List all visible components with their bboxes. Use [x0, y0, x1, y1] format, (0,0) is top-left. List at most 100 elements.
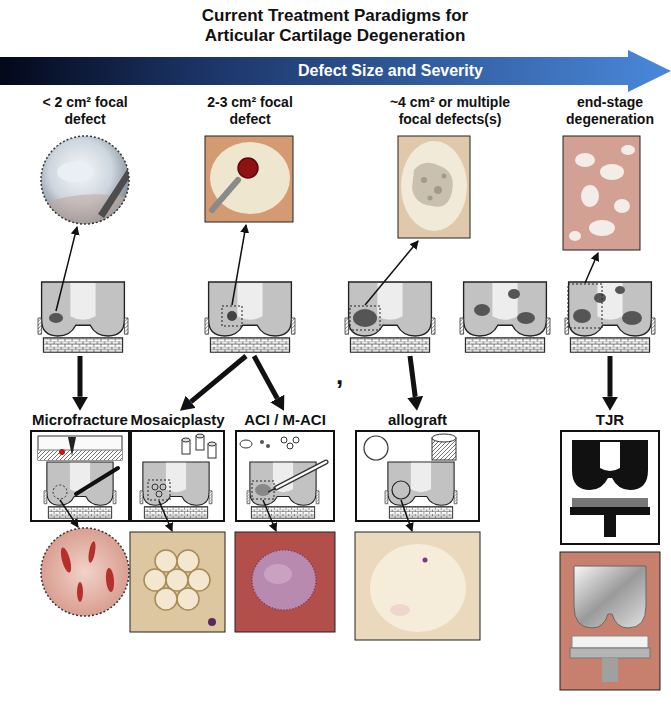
illustration-frame	[560, 430, 660, 545]
aci-schematic	[266, 444, 270, 448]
defect-mark	[49, 284, 642, 330]
treatment-panel: Mosaicplasty	[128, 411, 227, 522]
end-stage-photo	[600, 164, 624, 180]
aci-photo	[235, 532, 335, 632]
aci-schematic	[268, 488, 276, 492]
large-defect-photo	[398, 136, 470, 238]
defect-heading: end-stage degeneration	[555, 94, 665, 128]
tjr-photo	[574, 566, 646, 628]
microfracture-schematic	[38, 450, 122, 451]
connector-arrow	[410, 356, 415, 397]
knee-schematic	[460, 282, 550, 352]
mosaicplasty-photo	[155, 588, 177, 610]
focal-defect-photo	[205, 136, 293, 222]
mosaicplasty-schematic	[152, 484, 158, 490]
end-stage-photo	[563, 136, 640, 250]
focal-defect-photo	[212, 180, 238, 210]
allograft-photo	[390, 604, 410, 616]
tjr-photo	[560, 552, 660, 690]
treatment-name: Microfracture	[32, 411, 128, 428]
leader-line	[365, 241, 418, 305]
treatment-panel: allograft	[355, 411, 480, 522]
defect-mark	[568, 284, 602, 328]
tjr-schematic	[604, 515, 616, 537]
title-holder: Current Treatment Paradigms for Articula…	[175, 6, 495, 47]
microfracture-schematic	[38, 450, 122, 460]
leader-line	[232, 225, 246, 305]
label-holder: ,	[336, 362, 343, 388]
illustration-frame	[30, 430, 130, 522]
defect-heading: ~4 cm² or multiple focal defects(s)	[375, 94, 525, 128]
knee-schematic	[38, 282, 128, 352]
tjr-photo	[602, 658, 618, 682]
aci-schematic	[281, 437, 287, 443]
allograft-photo	[423, 558, 428, 563]
microfracture-photo	[105, 568, 115, 593]
defect-mark	[622, 311, 642, 325]
microfracture-photo	[77, 582, 83, 602]
defect-mark	[353, 309, 377, 327]
knee-schematic	[565, 282, 655, 352]
illustration-frame	[235, 430, 335, 522]
aci-photo	[264, 564, 292, 584]
defect-mark	[227, 311, 237, 321]
connector-arrow	[254, 356, 277, 398]
leader-line	[56, 225, 598, 311]
defect-mark	[573, 309, 591, 323]
large-defect-photo	[398, 136, 470, 238]
defect-category: end-stage degeneration	[555, 94, 665, 356]
mosaicplasty-schematic	[160, 484, 166, 490]
microfracture-schematic	[38, 436, 122, 460]
mark-label: ,	[336, 362, 343, 388]
aci-schematic	[276, 462, 326, 488]
defect-category: < 2 cm² focal defect	[20, 94, 150, 356]
diagram-title: Current Treatment Paradigms for Articula…	[175, 6, 495, 47]
arthroscopy-photo	[57, 162, 93, 182]
treatment-name: TJR	[596, 411, 624, 428]
treatment-panel: TJR	[560, 411, 660, 545]
defect-mark	[615, 286, 625, 294]
mosaicplasty-photo	[188, 569, 210, 591]
large-defect-photo	[421, 177, 427, 183]
tjr-schematic	[600, 442, 620, 471]
illustration-frame	[355, 430, 480, 522]
end-stage-photo	[575, 153, 595, 167]
photo-border	[41, 136, 129, 224]
connector-arrow	[78, 356, 83, 397]
aci-schematic	[276, 462, 326, 488]
arthroscopy-photo	[41, 136, 132, 224]
treatment-name: allograft	[388, 411, 447, 428]
focal-defect-photo	[205, 136, 293, 222]
knee-schematic	[385, 462, 457, 518]
allograft-photo	[355, 532, 480, 640]
mosaicplasty-photo	[177, 588, 199, 610]
mosaicplasty-photo	[177, 550, 199, 572]
mosaicplasty-photo	[166, 569, 188, 591]
mosaicplasty-schematic	[140, 434, 216, 518]
microfracture-schematic	[53, 485, 67, 499]
defect-mark	[517, 312, 535, 324]
leader-line	[263, 500, 276, 531]
mosaicplasty-schematic	[182, 438, 190, 442]
treatment-panel: Microfracture	[30, 411, 130, 522]
leader-line	[159, 501, 172, 531]
defect-mark	[49, 313, 63, 323]
mosaicplasty-schematic	[196, 434, 204, 438]
microfracture-schematic	[68, 437, 76, 456]
band-arrow-shape	[0, 50, 671, 92]
tjr-schematic	[570, 507, 650, 515]
focal-defect-photo	[210, 142, 290, 214]
treatment-panel: ACI / M-ACI	[235, 411, 335, 522]
connector-arrow	[608, 356, 613, 397]
microfracture-schematic	[76, 468, 118, 494]
defect-mark	[222, 306, 242, 326]
microfracture-schematic	[59, 449, 65, 455]
photo-border	[41, 528, 129, 616]
aci-schematic	[287, 443, 293, 449]
knee-schematic	[140, 462, 212, 518]
end-stage-photo	[563, 136, 640, 250]
microfracture-schematic	[38, 436, 122, 518]
large-defect-photo	[401, 141, 467, 231]
allograft-schematic	[432, 434, 456, 442]
allograft-schematic	[364, 436, 388, 460]
